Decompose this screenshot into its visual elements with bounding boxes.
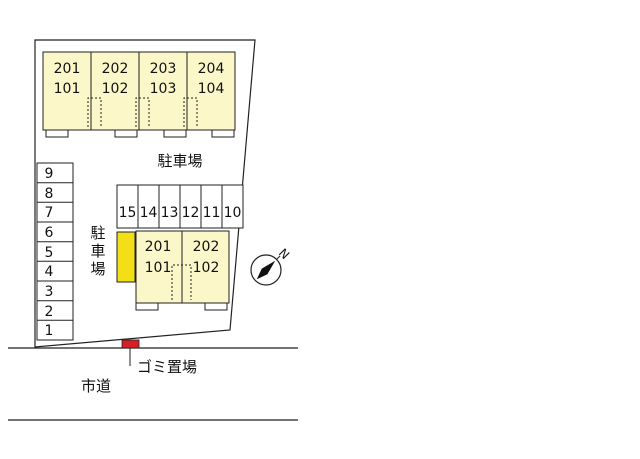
space-11: 11 <box>203 205 221 221</box>
unit-a2-upper: 202 <box>102 61 129 77</box>
unit-a4-lower: 104 <box>198 81 225 97</box>
row-parking <box>116 184 244 229</box>
space-5: 5 <box>45 245 54 261</box>
building-a: 201 101 202 102 203 103 204 104 <box>42 51 236 138</box>
space-8: 8 <box>45 186 54 202</box>
unit-b2-lower: 102 <box>193 260 220 276</box>
space-12: 12 <box>182 205 200 221</box>
space-13: 13 <box>161 205 179 221</box>
garbage-label: ゴミ置場 <box>137 358 197 376</box>
space-10: 10 <box>224 205 242 221</box>
road-label: 市道 <box>81 377 111 395</box>
compass-north-label: N <box>276 246 292 262</box>
compass-icon <box>250 254 282 286</box>
space-2: 2 <box>45 304 54 320</box>
unit-b1-lower: 101 <box>145 260 172 276</box>
left-parking-column <box>36 162 74 341</box>
unit-a2-lower: 102 <box>102 81 129 97</box>
parking-side-label-2: 車 <box>90 242 105 260</box>
space-9: 9 <box>45 166 54 182</box>
unit-b1-upper: 201 <box>145 239 172 255</box>
parking-side-label-1: 駐 <box>90 224 105 242</box>
unit-a4-upper: 204 <box>198 61 225 77</box>
highlight-block <box>116 231 136 283</box>
garbage-marker <box>121 339 140 349</box>
space-7: 7 <box>45 205 54 221</box>
unit-b2-upper: 202 <box>193 239 220 255</box>
space-1: 1 <box>45 323 54 339</box>
space-14: 14 <box>140 205 158 221</box>
unit-a1-lower: 101 <box>54 81 81 97</box>
space-15: 15 <box>119 205 137 221</box>
parking-side-label-3: 場 <box>90 260 105 278</box>
unit-a1-upper: 201 <box>54 61 81 77</box>
building-b: 201 101 202 102 <box>135 230 230 311</box>
parking-main-label: 駐車場 <box>157 152 202 170</box>
space-4: 4 <box>45 264 54 280</box>
unit-a3-upper: 203 <box>150 61 177 77</box>
space-3: 3 <box>45 284 54 300</box>
unit-a3-lower: 103 <box>150 81 177 97</box>
space-6: 6 <box>45 225 54 241</box>
